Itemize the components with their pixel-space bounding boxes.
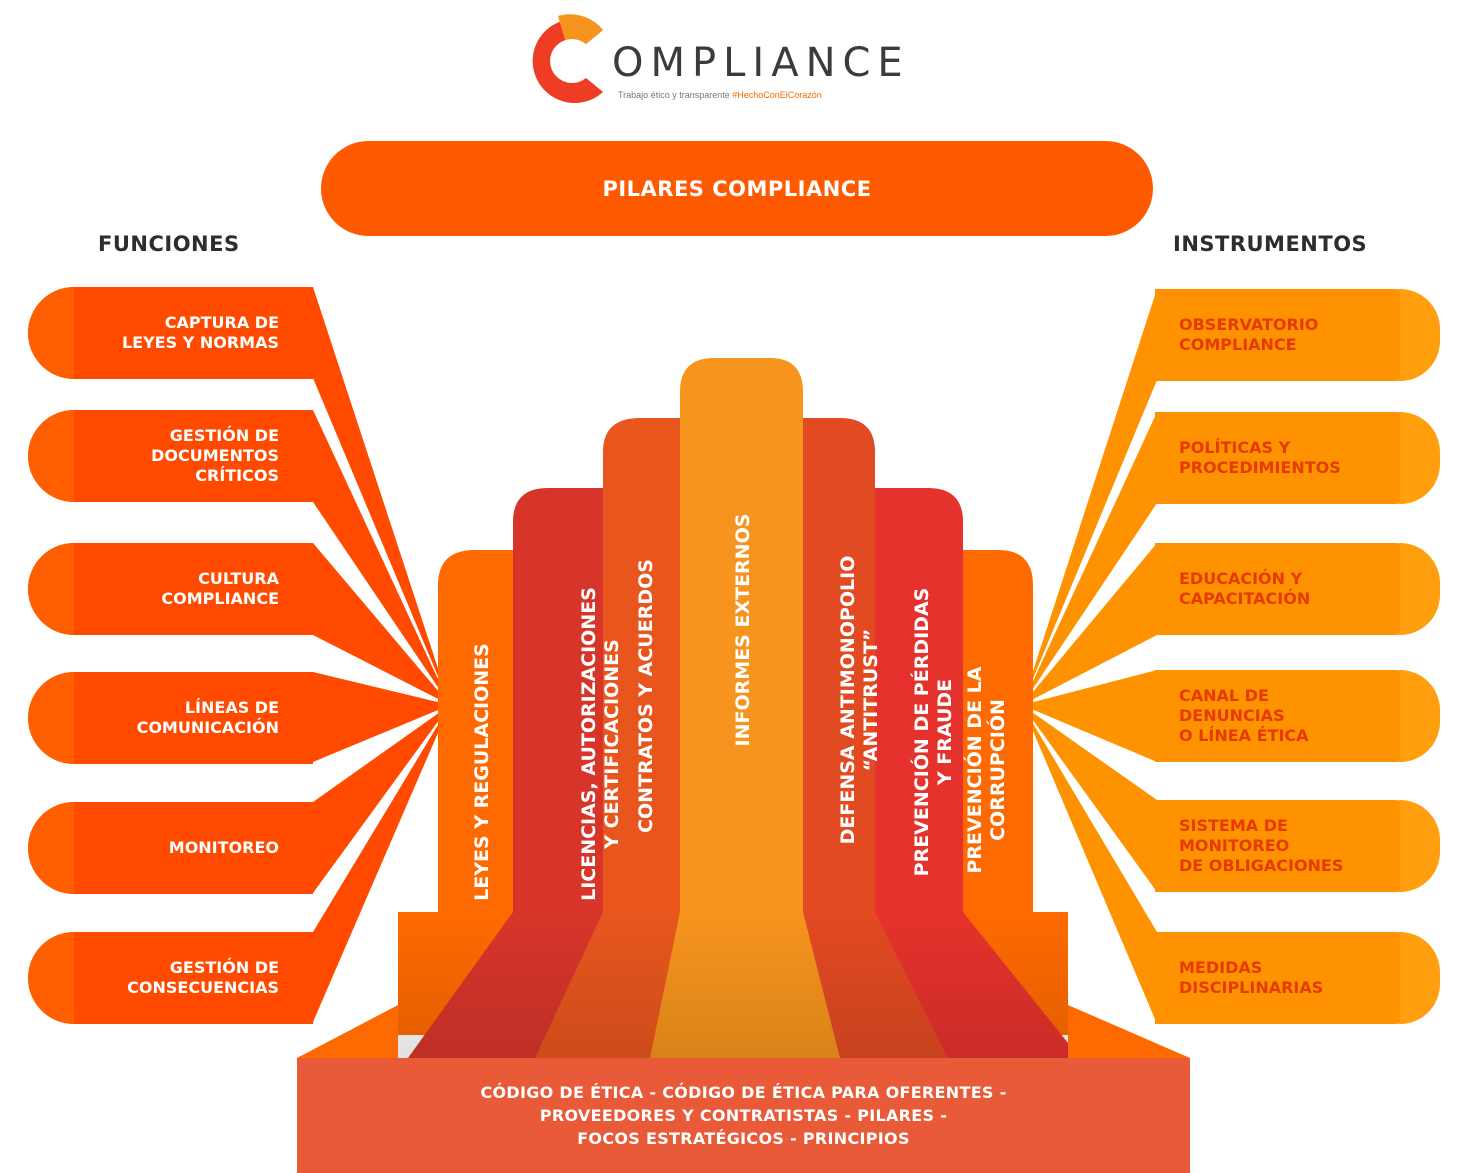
- funcion-label: CAPTURA DE LEYES Y NORMAS: [121, 313, 279, 352]
- pilar-label-perdidas: PREVENCIÓN DE PÉRDIDAS Y FRAUDE: [911, 587, 956, 877]
- instrumento-label: EDUCACIÓN Y CAPACITACIÓN: [1179, 569, 1311, 608]
- funcion-box-captura: CAPTURA DE LEYES Y NORMAS: [28, 287, 313, 379]
- instrumento-box-educacion: EDUCACIÓN Y CAPACITACIÓN: [1155, 543, 1440, 635]
- instrumento-box-medidas: MEDIDAS DISCIPLINARIAS: [1155, 932, 1440, 1024]
- funciones-title: FUNCIONES: [98, 232, 240, 256]
- instrumento-label: CANAL DE DENUNCIAS O LÍNEA ÉTICA: [1179, 686, 1309, 745]
- base-left-wing: [297, 1005, 398, 1058]
- logo-tagline-text: Trabajo ético y transparente: [618, 90, 730, 100]
- base-codigo-etica: CÓDIGO DE ÉTICA - CÓDIGO DE ÉTICA PARA O…: [297, 1058, 1190, 1173]
- funcion-box-cultura: CULTURA COMPLIANCE: [28, 543, 313, 635]
- header-title: PILARES COMPLIANCE: [602, 176, 872, 201]
- pilar-label-corrupcion: PREVENCIÓN DE LA CORRUPCIÓN: [964, 666, 1009, 874]
- pillar-3-shape: [535, 418, 680, 1058]
- instrumento-box-monitoreo-obligaciones: SISTEMA DE MONITOREO DE OBLIGACIONES: [1155, 800, 1440, 892]
- logo-hashtag: #HechoConElCorazón: [732, 90, 822, 100]
- funcion-label: LÍNEAS DE COMUNICACIÓN: [136, 698, 279, 737]
- funciones-connectors: [313, 287, 450, 1022]
- instrumentos-connectors: [1022, 289, 1157, 1024]
- instrumento-box-politicas: POLÍTICAS Y PROCEDIMIENTOS: [1155, 412, 1440, 504]
- base-right-wing: [1068, 1005, 1190, 1058]
- funcion-box-comunicacion: LÍNEAS DE COMUNICACIÓN: [28, 672, 313, 764]
- funcion-label: GESTIÓN DE DOCUMENTOS CRÍTICOS: [151, 426, 279, 485]
- instrumento-box-observatorio: OBSERVATORIO COMPLIANCE: [1155, 289, 1440, 381]
- pillar-5-shape: [803, 418, 948, 1058]
- pilar-label-leyes: LEYES Y REGULACIONES: [471, 643, 493, 901]
- funcion-label: MONITOREO: [168, 838, 279, 857]
- pilar-label-licencias: LICENCIAS, AUTORIZACIONES Y CERTIFICACIO…: [578, 587, 623, 901]
- pilar-label-antimonopolio: DEFENSA ANTIMONOPOLIO “ANTITRUST”: [837, 555, 882, 845]
- pillars: [297, 358, 1190, 1058]
- funcion-box-monitoreo: MONITOREO: [28, 802, 313, 894]
- instrumentos-title: INSTRUMENTOS: [1173, 232, 1368, 256]
- compliance-logo: OMPLIANCE Trabajo ético y transparente #…: [520, 8, 960, 108]
- logo-tagline: Trabajo ético y transparente #HechoConEl…: [618, 90, 822, 100]
- instrumento-label: OBSERVATORIO COMPLIANCE: [1179, 315, 1319, 354]
- instrumento-label: SISTEMA DE MONITOREO DE OBLIGACIONES: [1179, 816, 1344, 875]
- instrumento-label: MEDIDAS DISCIPLINARIAS: [1179, 958, 1324, 997]
- pilar-label-informes: INFORMES EXTERNOS: [732, 513, 754, 747]
- funcion-box-consecuencias: GESTIÓN DE CONSECUENCIAS: [28, 932, 313, 1024]
- pillar-4-shape: [650, 358, 840, 1058]
- instrumento-label: POLÍTICAS Y PROCEDIMIENTOS: [1179, 438, 1341, 477]
- funcion-label: CULTURA COMPLIANCE: [161, 569, 279, 608]
- base-text: CÓDIGO DE ÉTICA - CÓDIGO DE ÉTICA PARA O…: [480, 1083, 1007, 1148]
- pilar-label-contratos: CONTRATOS Y ACUERDOS: [635, 559, 657, 833]
- header-pill: PILARES COMPLIANCE: [321, 141, 1153, 236]
- logo-wordmark: OMPLIANCE: [612, 40, 910, 86]
- funcion-box-documentos: GESTIÓN DE DOCUMENTOS CRÍTICOS: [28, 410, 313, 502]
- funcion-label: GESTIÓN DE CONSECUENCIAS: [127, 958, 279, 997]
- logo-mark-graphic: [532, 14, 603, 104]
- instrumento-box-denuncias: CANAL DE DENUNCIAS O LÍNEA ÉTICA: [1155, 670, 1440, 762]
